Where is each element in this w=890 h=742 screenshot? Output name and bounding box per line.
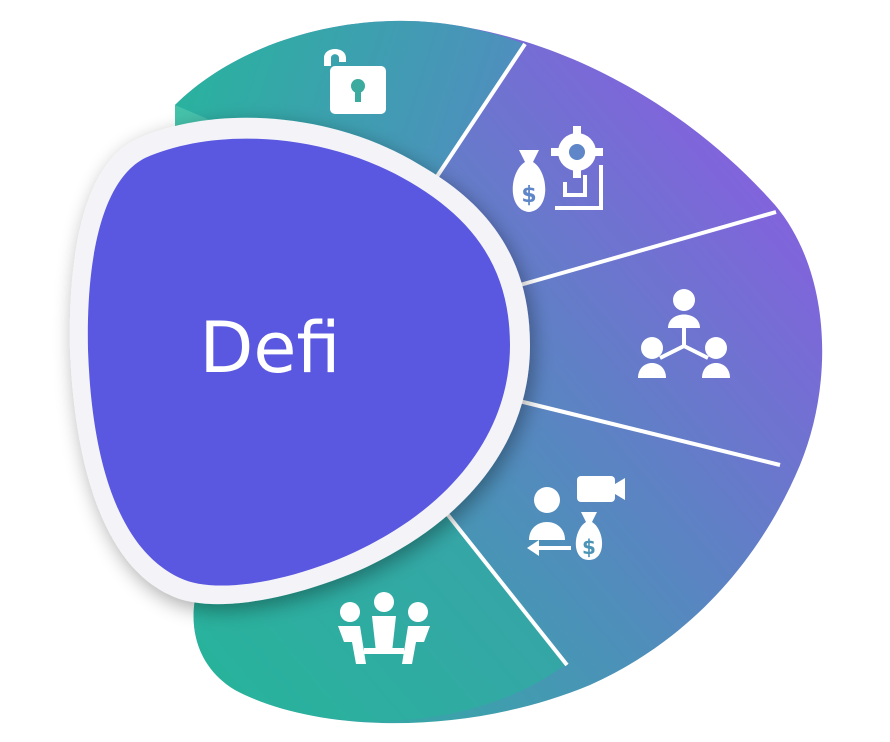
network-people-icon	[638, 289, 730, 378]
svg-text:$: $	[582, 535, 596, 559]
gear-icon	[551, 126, 603, 178]
unlocked-padlock-icon	[324, 49, 386, 114]
center-shape	[69, 117, 530, 605]
segment-dividers	[426, 42, 781, 667]
center-label: Defi	[199, 307, 340, 389]
center-fill	[87, 138, 511, 586]
divider-1	[426, 42, 527, 192]
money-bag-icon: $	[512, 150, 546, 212]
divider-2	[519, 210, 777, 287]
money-bag-gear-icon: $	[512, 126, 603, 212]
meeting-people-icon	[338, 592, 430, 664]
person-camera-money-icon: $	[527, 476, 625, 560]
money-bag-icon: $	[575, 512, 603, 560]
camera-icon	[577, 476, 625, 502]
divider-3	[514, 398, 781, 467]
arrow-left-icon	[527, 540, 571, 556]
divider-4	[438, 503, 569, 667]
person-icon	[529, 487, 565, 540]
svg-text:$: $	[521, 183, 536, 208]
